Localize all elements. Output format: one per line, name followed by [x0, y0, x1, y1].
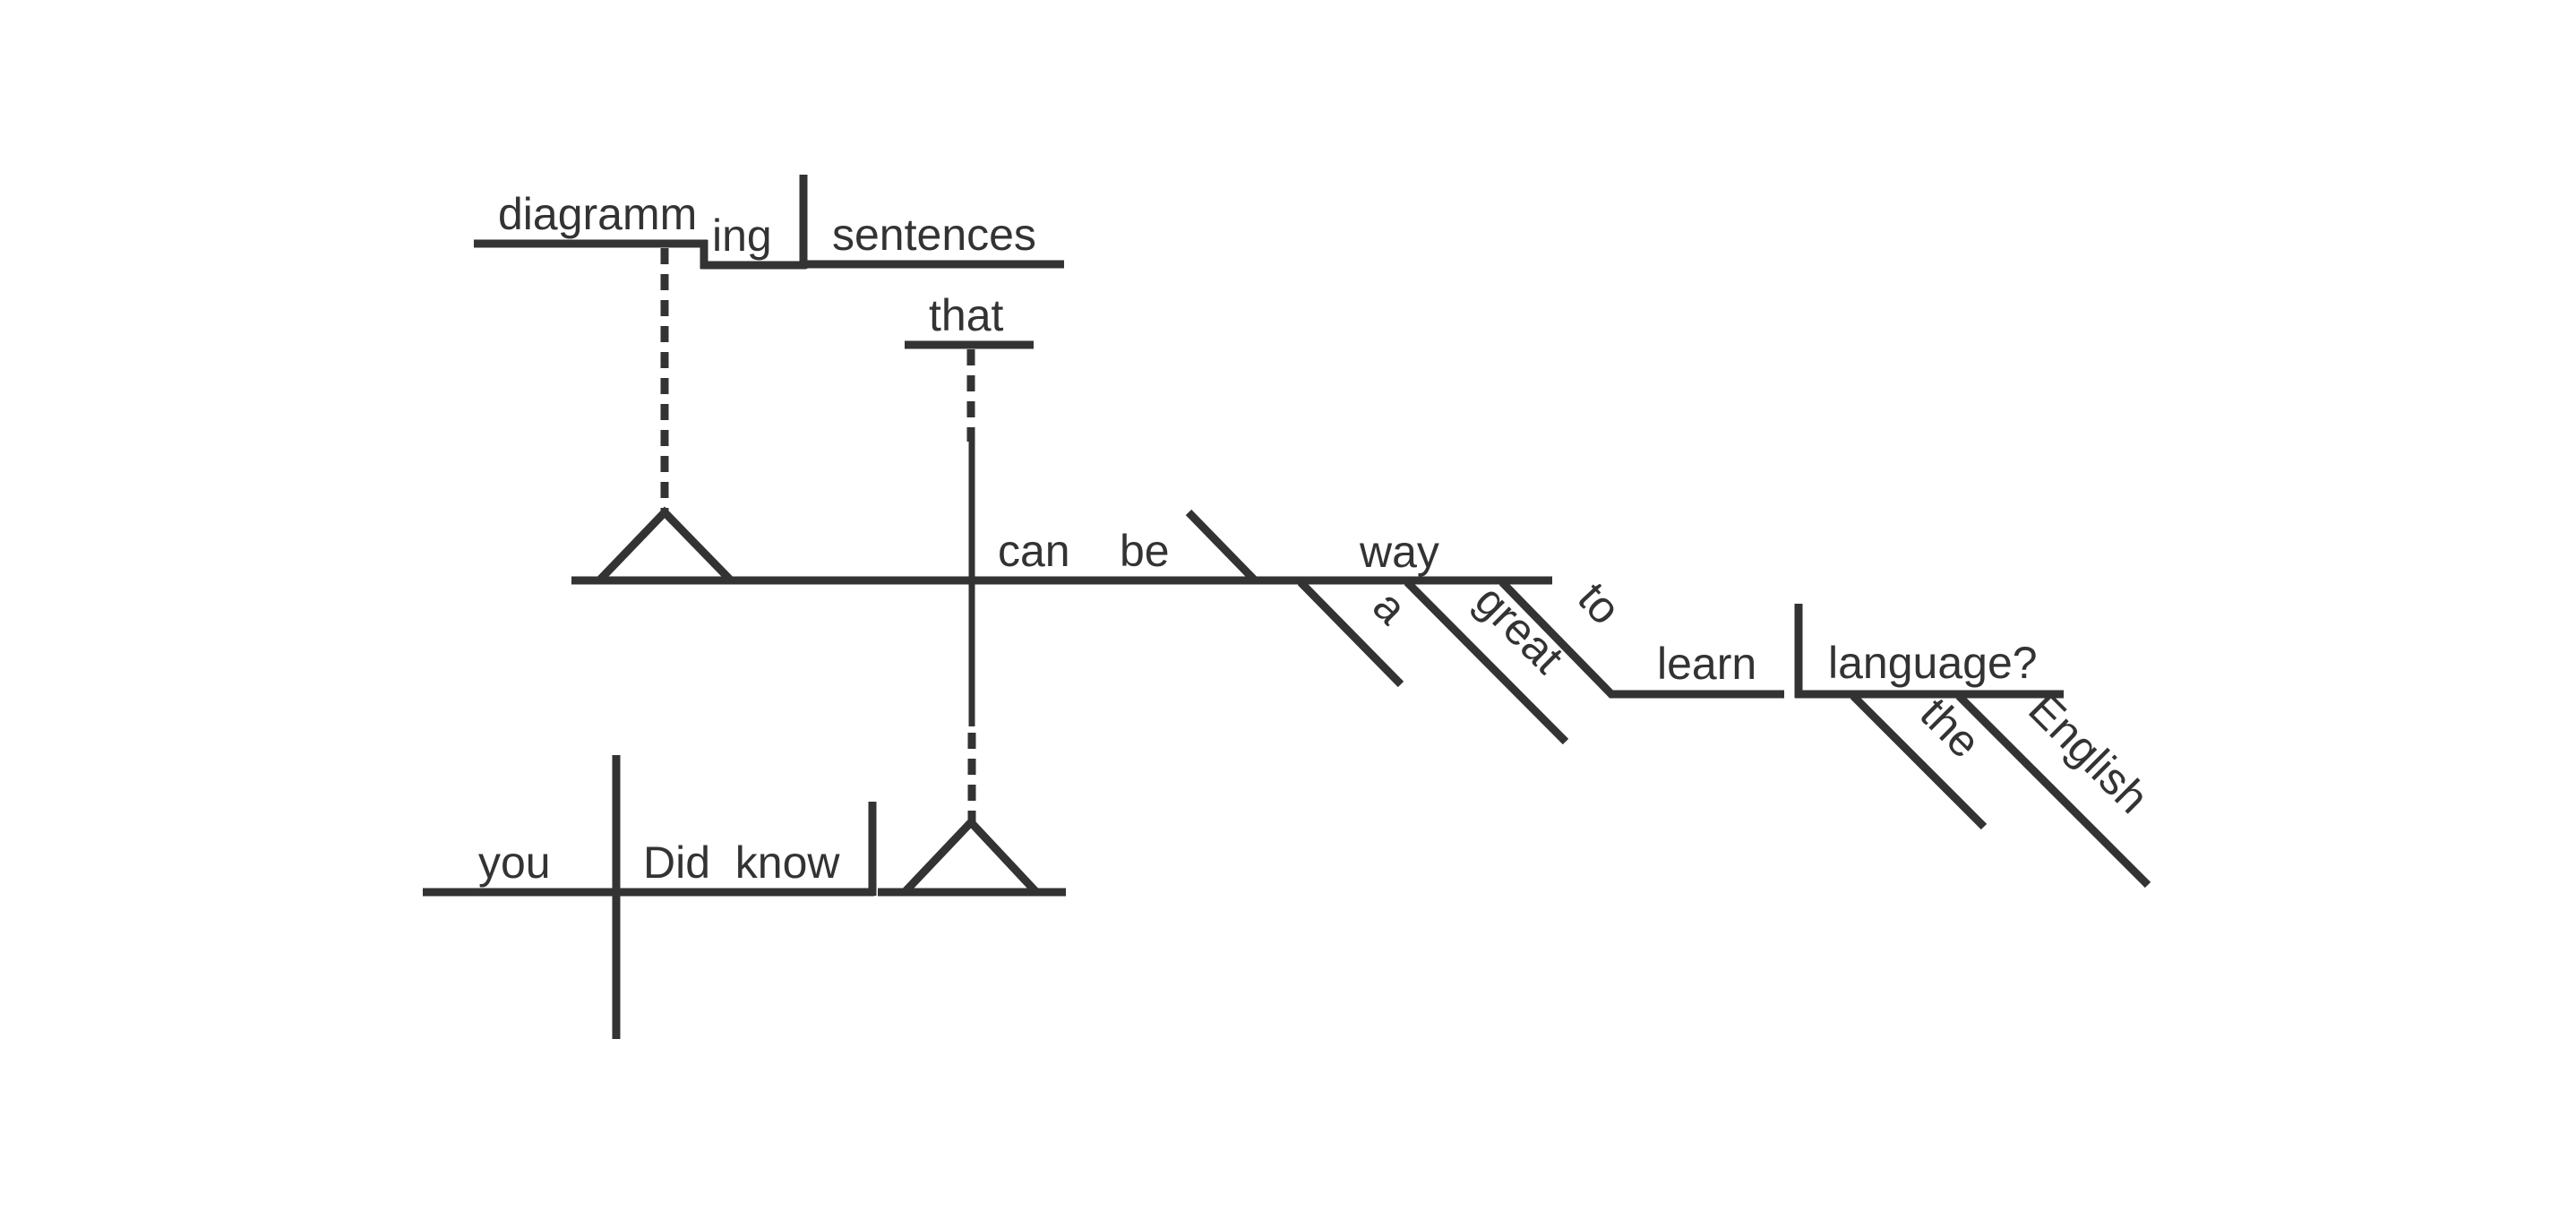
modifier-slash-the [1850, 692, 1988, 830]
word-learn: learn [1657, 639, 1756, 689]
subject-pedestal [597, 506, 734, 583]
word-great: great [1465, 575, 1573, 683]
modifier-slash-english [1955, 692, 2151, 889]
word-to: to [1568, 572, 1630, 634]
word-ing: ing [712, 210, 772, 261]
word-that: that [929, 290, 1004, 340]
infinitive-slash-to [1498, 579, 1784, 699]
pedestal-triangle [597, 506, 734, 583]
main-clause: you Did know [423, 755, 1066, 1039]
word-language: language? [1828, 638, 2038, 688]
modifier-slash-great [1404, 579, 1569, 745]
word-did-know: Did know [643, 837, 840, 888]
word-english: English [2019, 683, 2159, 823]
modifier-slash-a [1297, 579, 1404, 688]
word-be: be [1120, 526, 1170, 576]
gerund-phrase: diagramm ing sentences [474, 175, 1064, 512]
object-pedestal-triangle [901, 816, 1040, 896]
word-diagramm: diagramm [498, 189, 697, 239]
word-way: way [1359, 527, 1439, 577]
predicate-slash [1185, 509, 1259, 585]
word-you: you [478, 837, 551, 888]
noun-clause: that can be way a great to learn languag… [571, 290, 2159, 889]
word-the: the [1911, 688, 1990, 768]
word-can: can [998, 526, 1070, 576]
word-sentences: sentences [832, 210, 1036, 260]
